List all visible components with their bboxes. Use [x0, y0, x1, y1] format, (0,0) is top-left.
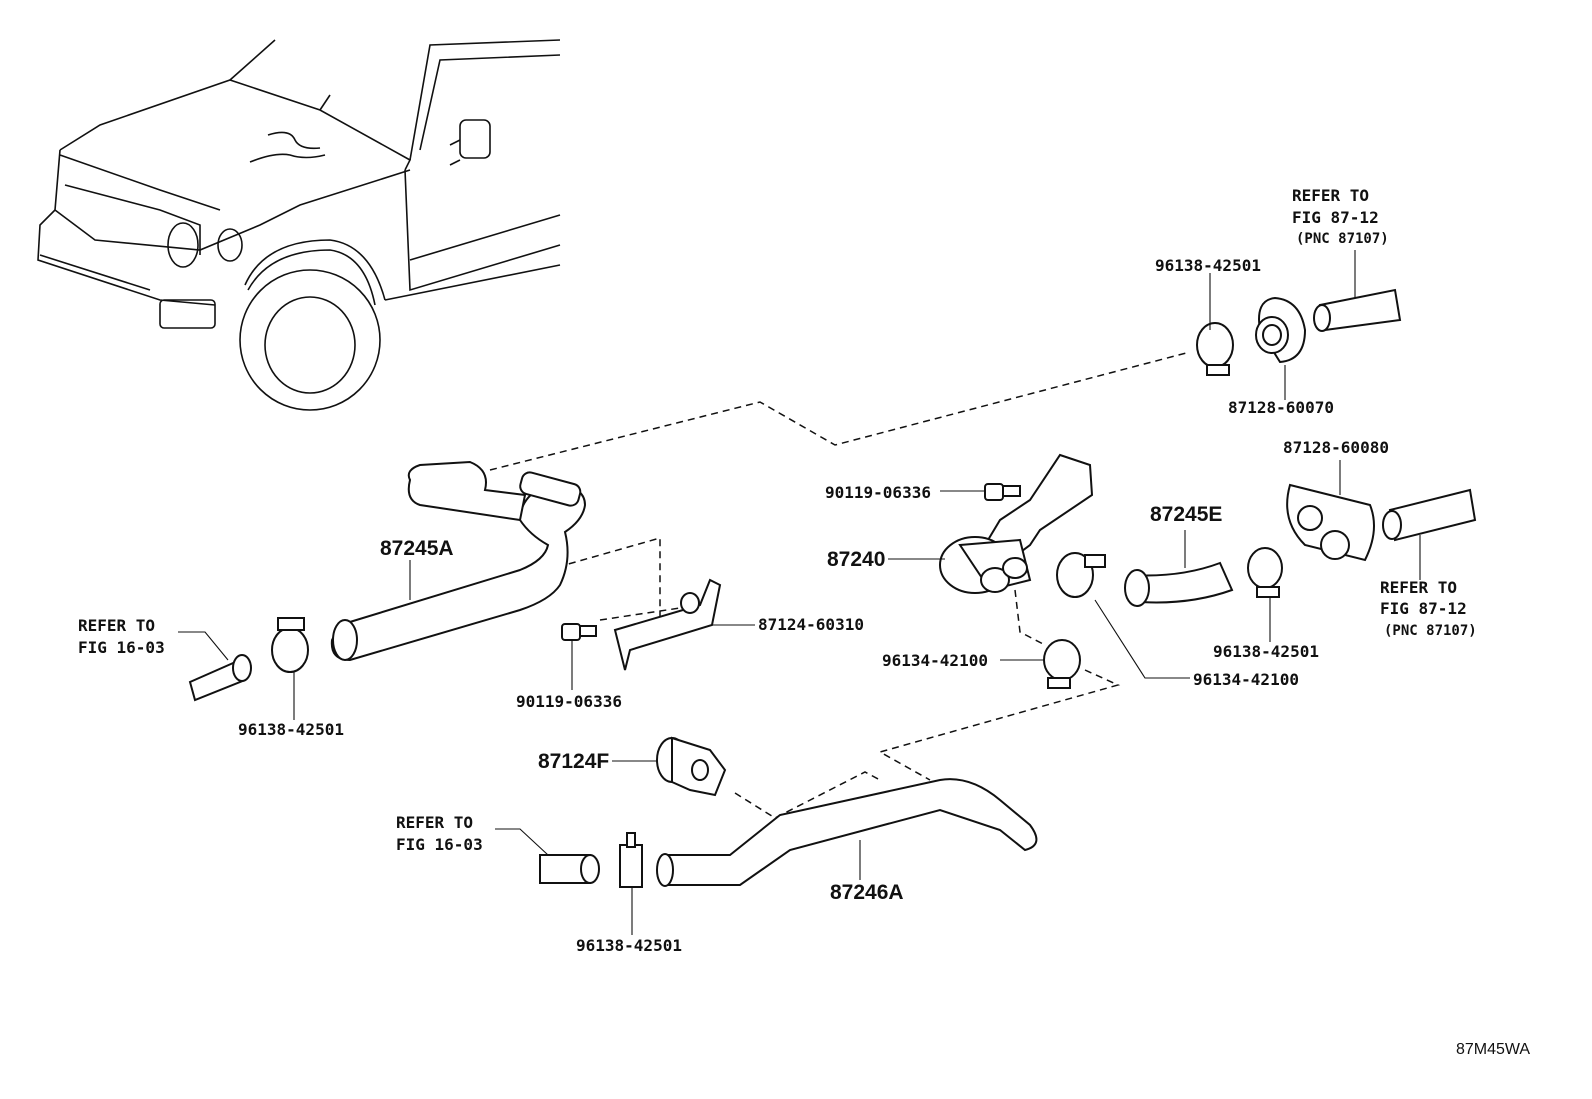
- bolt-lower-label: 90119-06336: [516, 692, 622, 711]
- bolt-mid-label: 90119-06336: [825, 483, 931, 502]
- refer-fig-87-12-right-line3: (PNC 87107): [1384, 623, 1477, 639]
- clamp-87124f-label: 87124F: [538, 750, 610, 773]
- refer-fig-87-12-top-line1: REFER TO: [1292, 186, 1370, 205]
- diagram-code: 87M45WA: [1456, 1041, 1531, 1058]
- refer-fig-87-12-top-line3: (PNC 87107): [1296, 231, 1389, 247]
- refer-fig-87-12-right-line2: FIG 87-12: [1380, 599, 1467, 618]
- valve-87240-label: 87240: [827, 548, 886, 571]
- bolts: [561, 483, 1021, 641]
- clamp-mid-left-label: 96134-42100: [882, 651, 988, 670]
- dashed-connectors: [489, 351, 1191, 819]
- refer-fig-16-03-bottom-line1: REFER TO: [396, 813, 474, 832]
- vehicle-illustration: [37, 39, 561, 411]
- hose-87245a-drawing: [330, 460, 587, 662]
- valve-87240-drawing: [939, 453, 1094, 594]
- refer-fig-16-03-left-line2: FIG 16-03: [78, 638, 165, 657]
- hose-clamps: [271, 322, 1283, 888]
- bracket-87124-label: 87124-60310: [758, 615, 864, 634]
- clamp-mid-right-label: 96134-42100: [1193, 670, 1299, 689]
- clamp-left-label: 96138-42501: [238, 720, 344, 739]
- grommet-right-label: 87128-60080: [1283, 438, 1389, 457]
- hose-87245a-label: 87245A: [380, 537, 454, 560]
- hose-87246a-label: 87246A: [830, 881, 904, 904]
- clamp-bottom-label: 96138-42501: [576, 936, 682, 955]
- hose-87245e-drawing: [1124, 561, 1234, 607]
- refer-fig-87-12-top-line2: FIG 87-12: [1292, 208, 1379, 227]
- clamp-right-label: 96138-42501: [1213, 642, 1319, 661]
- grommets: [1255, 296, 1375, 562]
- clamp-top-label: 96138-42501: [1155, 256, 1261, 275]
- refer-fig-87-12-right-line1: REFER TO: [1380, 578, 1458, 597]
- hose-87245e-label: 87245E: [1150, 503, 1223, 526]
- clamp-87124f-drawing: [656, 736, 727, 797]
- pipes: [188, 288, 1477, 884]
- refer-fig-16-03-bottom-line2: FIG 16-03: [396, 835, 483, 854]
- grommet-top-label: 87128-60070: [1228, 398, 1334, 417]
- bracket-drawing: [613, 578, 722, 671]
- leader-lines: [178, 250, 1421, 935]
- hose-87246a-drawing: [656, 778, 1038, 887]
- refer-fig-16-03-left-line1: REFER TO: [78, 616, 156, 635]
